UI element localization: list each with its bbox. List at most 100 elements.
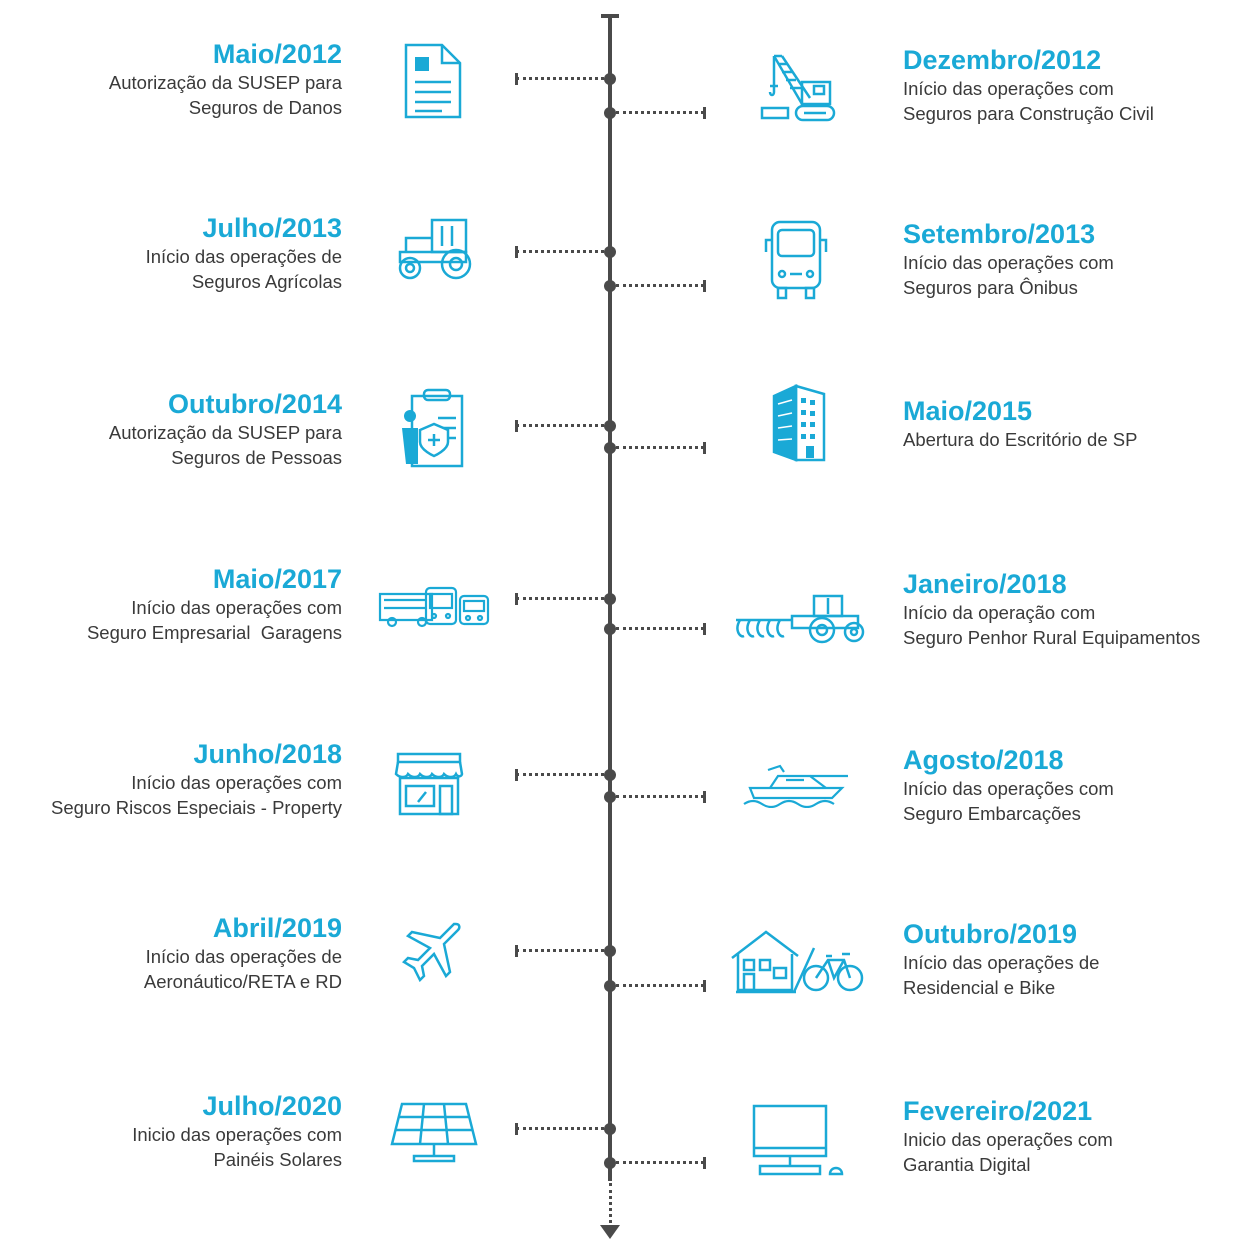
timeline-arrow-icon (600, 1225, 620, 1239)
entry-date: Janeiro/2018 (903, 569, 1067, 599)
person-shield-clipboard-icon (398, 388, 468, 468)
entry-description: Início das operações com Seguro Empresar… (86, 597, 342, 643)
timeline-dot (604, 107, 616, 119)
connector-right (616, 111, 704, 114)
entry-date: Setembro/2013 (903, 219, 1096, 249)
timeline-entry-right: Janeiro/2018 Início da operação com Segu… (903, 568, 1200, 650)
connector-right (616, 984, 704, 987)
entry-description: Início da operação com Seguro Penhor Rur… (903, 602, 1201, 648)
house-bike-icon (730, 928, 864, 994)
timeline-dot (604, 1123, 616, 1135)
tractor-plow-icon (730, 592, 866, 644)
airplane-icon (402, 920, 464, 982)
timeline-dot (604, 246, 616, 258)
entry-description: Inicio das operações com Painéis Solares (132, 1124, 342, 1170)
connector-left (516, 250, 604, 253)
entry-date: Julho/2013 (202, 213, 342, 243)
timeline-entry-left: Maio/2017 Início das operações com Segur… (87, 563, 342, 645)
connector-end (703, 791, 706, 803)
connector-end (515, 769, 518, 781)
connector-end (703, 980, 706, 992)
entry-date: Outubro/2019 (903, 919, 1078, 949)
entry-description: Início das operações com Seguro Riscos E… (51, 772, 342, 818)
timeline-entry-left: Maio/2012 Autorização da SUSEP para Segu… (109, 38, 342, 120)
timeline-dot (604, 420, 616, 432)
buses-icon (376, 584, 494, 630)
entry-date: Julho/2020 (202, 1091, 342, 1121)
timeline-entry-right: Maio/2015 Abertura do Escritório de SP (903, 395, 1137, 452)
computer-icon (750, 1104, 846, 1178)
entry-description: Início das operações de Seguros Agrícola… (145, 246, 342, 292)
connector-end (703, 1157, 706, 1169)
connector-end (703, 623, 706, 635)
entry-date: Maio/2017 (212, 564, 342, 594)
connector-end (703, 442, 706, 454)
timeline-dot (604, 623, 616, 635)
timeline-entry-right: Dezembro/2012 Início das operações com S… (903, 44, 1154, 126)
connector-end (515, 73, 518, 85)
timeline-entry-left: Abril/2019 Início das operações de Aeron… (144, 912, 342, 994)
yacht-icon (740, 764, 858, 808)
entry-date: Outubro/2014 (167, 389, 342, 419)
timeline-dot (604, 769, 616, 781)
connector-end (515, 593, 518, 605)
connector-right (616, 627, 704, 630)
timeline-dot (604, 1157, 616, 1169)
timeline-dot (604, 593, 616, 605)
timeline-entry-right: Fevereiro/2021 Inicio das operações com … (903, 1095, 1113, 1177)
connector-end (515, 945, 518, 957)
entry-date: Abril/2019 (212, 913, 342, 943)
connector-end (703, 107, 706, 119)
timeline-entry-left: Outubro/2014 Autorização da SUSEP para S… (109, 388, 342, 470)
connector-right (616, 1161, 704, 1164)
document-icon (402, 42, 464, 120)
entry-date: Dezembro/2012 (903, 45, 1102, 75)
crane-icon (758, 52, 836, 128)
timeline-entry-right: Agosto/2018 Início das operações com Seg… (903, 744, 1114, 826)
timeline-dot (604, 280, 616, 292)
connector-right (616, 446, 704, 449)
connector-end (703, 280, 706, 292)
entry-date: Fevereiro/2021 (903, 1096, 1093, 1126)
entry-date: Junho/2018 (193, 739, 342, 769)
entry-description: Autorização da SUSEP para Seguros de Dan… (108, 72, 342, 118)
entry-description: Autorização da SUSEP para Seguros de Pes… (108, 422, 342, 468)
timeline-dot (604, 73, 616, 85)
solar-panel-icon (388, 1100, 480, 1164)
timeline-entry-left: Junho/2018 Início das operações com Segu… (51, 738, 342, 820)
office-building-icon (770, 382, 828, 464)
entry-description: Início das operações com Seguros para Co… (903, 78, 1154, 124)
entry-date: Agosto/2018 (903, 745, 1064, 775)
timeline-dot (604, 791, 616, 803)
connector-end (515, 420, 518, 432)
connector-left (516, 424, 604, 427)
entry-date: Maio/2015 (903, 396, 1033, 426)
connector-left (516, 77, 604, 80)
timeline-dot (604, 442, 616, 454)
entry-description: Inicio das operações com Garantia Digita… (903, 1129, 1113, 1175)
connector-left (516, 949, 604, 952)
tractor-icon (392, 216, 474, 282)
entry-description: Início das operações de Residencial e Bi… (903, 952, 1100, 998)
entry-description: Abertura do Escritório de SP (903, 429, 1138, 450)
entry-date: Maio/2012 (212, 39, 342, 69)
entry-description: Início das operações com Seguros para Ôn… (903, 252, 1114, 298)
entry-description: Início das operações com Seguro Embarcaç… (903, 778, 1114, 824)
connector-left (516, 597, 604, 600)
timeline-entry-right: Setembro/2013 Início das operações com S… (903, 218, 1114, 300)
storefront-icon (394, 752, 464, 816)
connector-end (515, 246, 518, 258)
bus-front-icon (764, 218, 828, 302)
connector-right (616, 284, 704, 287)
connector-right (616, 795, 704, 798)
timeline-entry-right: Outubro/2019 Início das operações de Res… (903, 918, 1099, 1000)
timeline-dot (604, 980, 616, 992)
timeline-entry-left: Julho/2013 Início das operações de Segur… (146, 212, 342, 294)
connector-left (516, 773, 604, 776)
timeline-axis-continuation (609, 1183, 612, 1223)
timeline-entry-left: Julho/2020 Inicio das operações com Pain… (132, 1090, 342, 1172)
entry-description: Início das operações de Aeronáutico/RETA… (143, 946, 342, 992)
timeline-dot (604, 945, 616, 957)
connector-end (515, 1123, 518, 1135)
connector-left (516, 1127, 604, 1130)
